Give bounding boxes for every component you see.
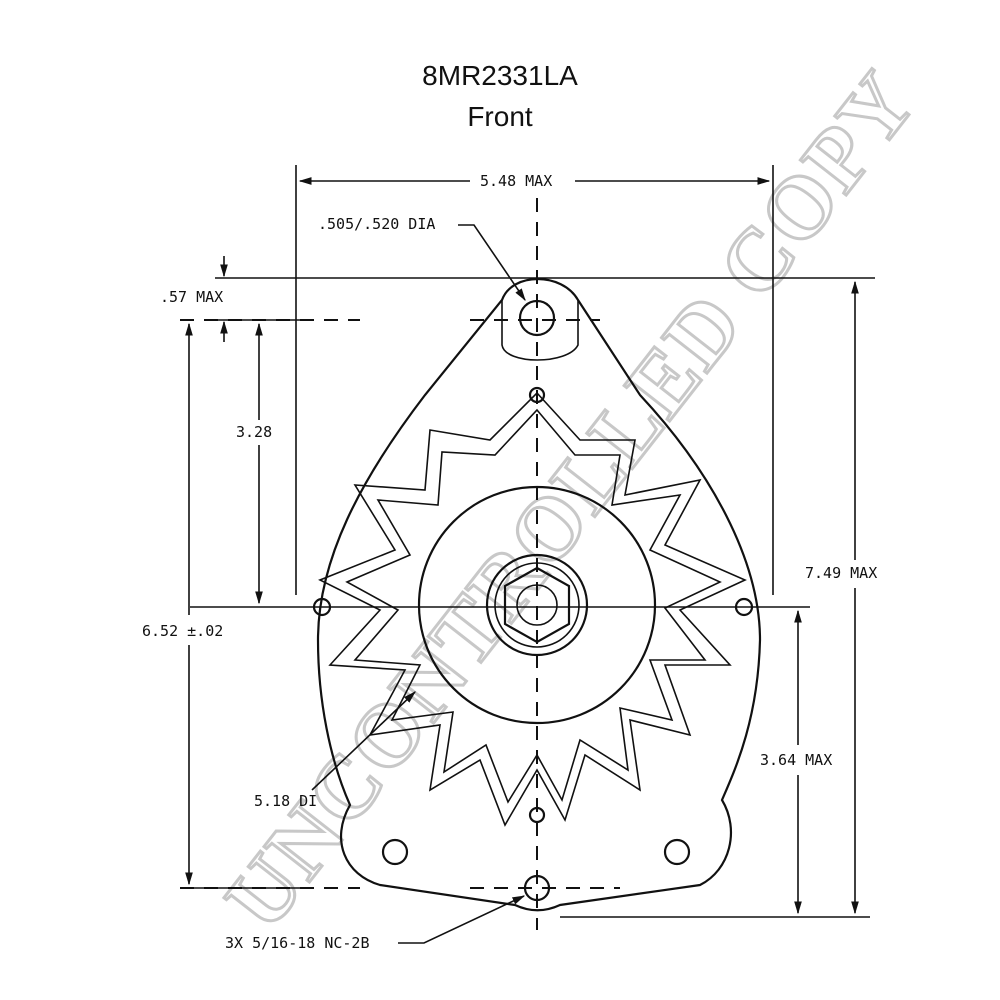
- mount-hole: [518, 299, 556, 337]
- dim-thread-callout: 3X 5/16-18 NC-2B: [225, 895, 526, 952]
- dim-offset-label: .57 MAX: [160, 288, 223, 306]
- fan-blades: [318, 391, 747, 827]
- dim-upper-height: 3.28: [236, 322, 272, 605]
- reference-lines: [180, 277, 875, 918]
- dim-mount-hole: .505/.520 DIA: [318, 215, 526, 302]
- dim-overall-width: 5.48 MAX: [295, 165, 774, 595]
- dim-hole-label: .505/.520 DIA: [318, 215, 435, 233]
- dim-lower-height: 3.64 MAX: [760, 609, 832, 915]
- dim-upper-label: 3.28: [236, 423, 272, 441]
- dim-lower-label: 3.64 MAX: [760, 751, 832, 769]
- dim-span-label: 6.52 ±.02: [142, 622, 223, 640]
- part-number-title: 8MR2331LA: [422, 60, 578, 91]
- dim-total-height: 7.49 MAX: [805, 280, 877, 915]
- housing-outline: [316, 278, 762, 912]
- dim-di-label: 5.18 DI: [254, 792, 317, 810]
- dim-thread-label: 3X 5/16-18 NC-2B: [225, 934, 370, 952]
- view-subtitle: Front: [467, 101, 533, 132]
- dim-total-label: 7.49 MAX: [805, 564, 877, 582]
- watermark-text: UNCONTROLLED COPY: [207, 54, 935, 948]
- dim-top-offset: .57 MAX: [160, 256, 228, 342]
- dim-inner-diameter: 5.18 DI: [254, 691, 416, 810]
- dim-bolt-span: 6.52 ±.02: [142, 322, 223, 886]
- pulley-hub: [417, 485, 657, 725]
- dim-width-label: 5.48 MAX: [480, 172, 552, 190]
